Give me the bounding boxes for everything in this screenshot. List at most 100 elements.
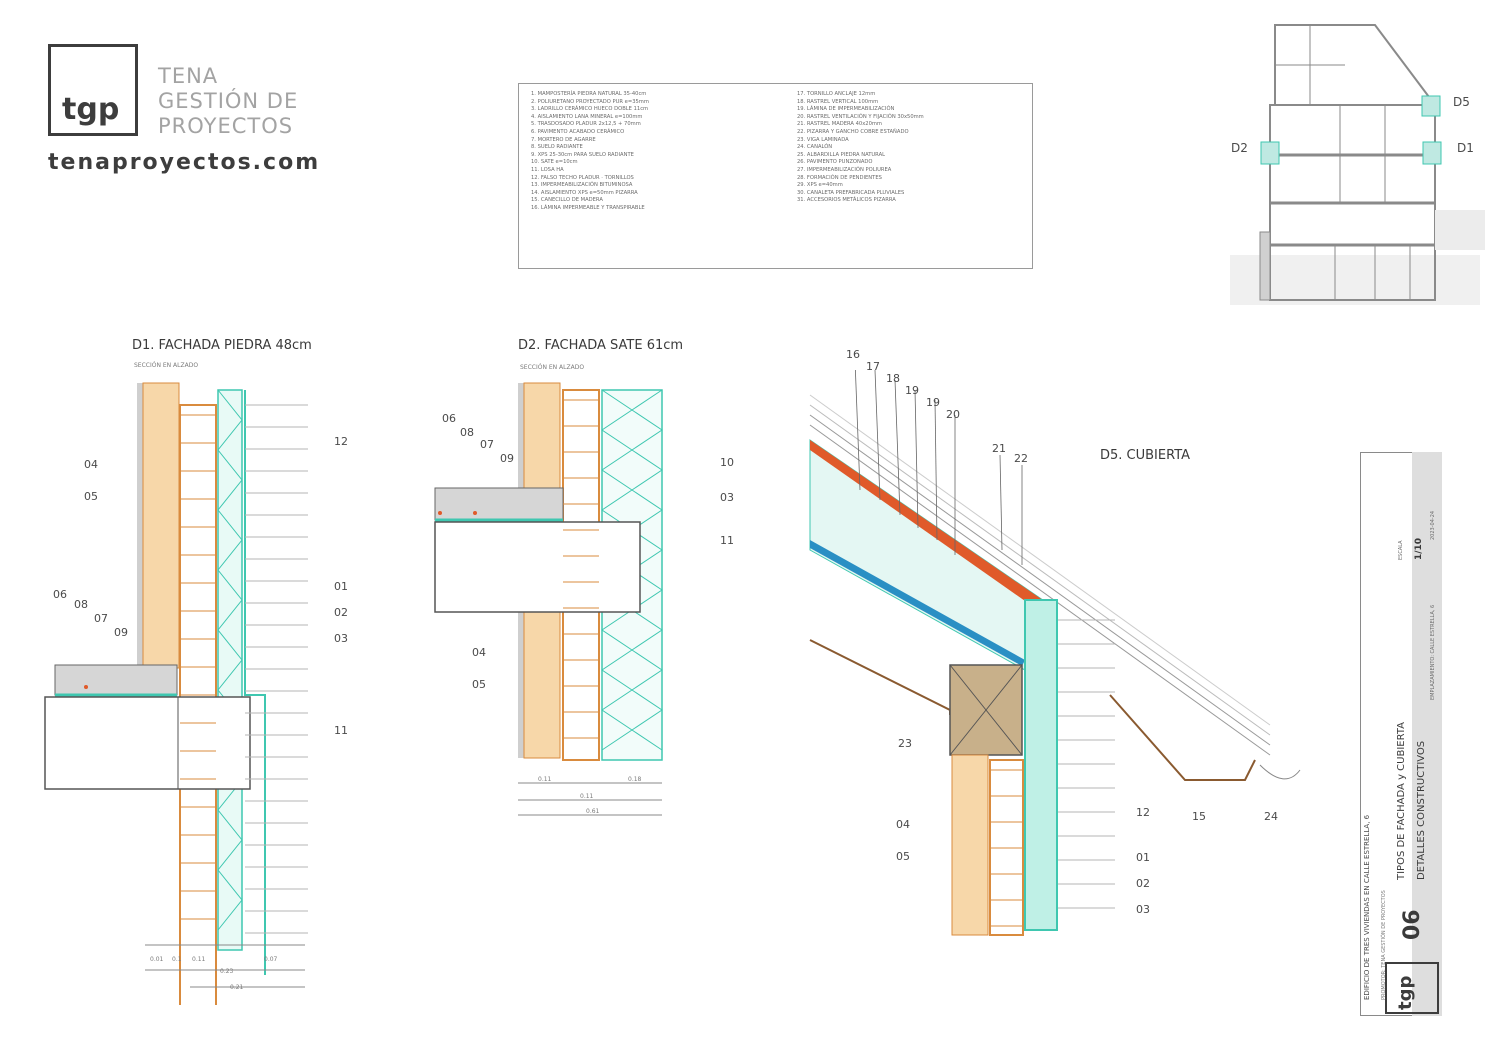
- tb-date: 2023-04-24: [1430, 510, 1436, 540]
- d2-tag-06: 06: [442, 412, 456, 425]
- key-marker-box-d2: [1260, 141, 1280, 165]
- legend-item: 5. TRASDOSADO PLADUR 2x12,5 + 70mm: [531, 121, 641, 128]
- legend-item: 1. MAMPOSTERÍA PIEDRA NATURAL 35-40cm: [531, 91, 647, 97]
- tb-project: EDIFICIO DE TRES VIVIENDAS EN CALLE ESTR…: [1363, 814, 1371, 1000]
- d5-tag-18: 18: [886, 372, 900, 385]
- legend-item: 4. AISLAMIENTO LANA MINERAL e=100mm: [531, 113, 643, 120]
- d5-tag-21: 21: [992, 442, 1006, 455]
- d5-tag-15: 15: [1192, 810, 1206, 823]
- legend-item: 25. ALBARDILLA PIEDRA NATURAL: [797, 151, 886, 158]
- key-plan-section: D5 D2 D1: [1230, 24, 1485, 305]
- d2-tag-08: 08: [460, 426, 474, 439]
- legend-item: 15. CANECILLO DE MADERA: [531, 197, 603, 204]
- legend-item: 9. XPS 25-30cm PARA SUELO RADIANTE: [531, 151, 634, 158]
- d1-dim-3: 0.11: [192, 956, 206, 963]
- legend-item: 7. MORTERO DE AGARRE: [531, 136, 596, 143]
- d1-tag-08: 08: [74, 598, 88, 611]
- d5-tag-22: 22: [1014, 452, 1028, 465]
- key-marker-d5: D5: [1453, 95, 1470, 109]
- d1-section-layers: [44, 382, 266, 1005]
- tb-scale-value: 1/10: [1414, 537, 1424, 560]
- tb-sheet-title-2: DETALLES CONSTRUCTIVOS: [1416, 740, 1427, 880]
- tb-location: EMPLAZAMIENTO: CALLE ESTRELLA, 6: [1430, 604, 1436, 700]
- legend-item: 8. SUELO RADIANTE: [531, 144, 583, 151]
- tb-scale-label: ESCALA: [1398, 540, 1404, 560]
- legend-item: 13. IMPERMEABILIZACIÓN BITUMINOSA: [531, 182, 633, 189]
- firm-name-line-1: TENA: [158, 64, 219, 88]
- d5-tag-20: 20: [946, 408, 960, 421]
- legend-item: 18. RASTREL VERTICAL 100mm: [797, 98, 879, 105]
- d5-tag-16: 16: [846, 348, 860, 361]
- website: tenaproyectos.com: [48, 150, 321, 175]
- d5-tag-17: 17: [866, 360, 880, 373]
- legend-item: 10. SATE e=10cm: [531, 159, 578, 166]
- key-marker-d2: D2: [1231, 141, 1248, 155]
- d1-tag-12: 12: [334, 435, 348, 448]
- key-marker-box-d1: [1422, 141, 1442, 165]
- detail-d2-drawing: [434, 382, 663, 816]
- d1-tag-05: 05: [84, 490, 98, 503]
- d5-tag-05: 05: [896, 850, 910, 863]
- detail-d1-drawing: [44, 382, 308, 1005]
- d2-dimension-line: [518, 782, 662, 816]
- d2-tag-04: 04: [472, 646, 486, 659]
- d2-dim-4: 0.61: [586, 808, 600, 815]
- d1-tag-02: 02: [334, 606, 348, 619]
- legend-item: 22. PIZARRA Y GANCHO COBRE ESTAÑADO: [797, 128, 909, 135]
- d1-tag-11: 11: [334, 724, 348, 737]
- legend-item: 21. RASTREL MADERA 40x20mm: [797, 121, 882, 128]
- d1-tag-06: 06: [53, 588, 67, 601]
- brand-logo: tgp: [48, 44, 138, 136]
- d2-tag-10: 10: [720, 456, 734, 469]
- legend-item: 2. POLIURETANO PROYECTADO PUR e=35mm: [531, 98, 649, 105]
- d5-tag-24: 24: [1264, 810, 1278, 823]
- detail-d5-drawing: [809, 370, 1301, 936]
- legend-item: 20. RASTREL VENTILACIÓN Y FIJACIÓN 30x50…: [797, 113, 924, 120]
- legend-item: 26. PAVIMENTO PUNZONADO: [797, 159, 873, 166]
- d2-tag-07: 07: [480, 438, 494, 451]
- brand-logo-letters: tgp: [62, 92, 120, 127]
- d1-tag-01: 01: [334, 580, 348, 593]
- firm-name: TENA GESTIÓN DE PROYECTOS: [158, 64, 298, 139]
- legend-item: 17. TORNILLO ANCLAJE 12mm: [797, 91, 876, 97]
- d1-tag-07: 07: [94, 612, 108, 625]
- d1-dim-2: 0.1: [172, 956, 182, 963]
- key-plan-drawing: [1230, 24, 1485, 305]
- d1-title: D1. FACHADA PIEDRA 48cm: [132, 338, 312, 353]
- d2-tag-09: 09: [500, 452, 514, 465]
- d2-dim-1: 0.11: [538, 776, 552, 783]
- firm-name-line-3: PROYECTOS: [158, 114, 294, 138]
- d5-tag-02: 02: [1136, 877, 1150, 890]
- title-block-band: [1412, 452, 1442, 1016]
- d1-dimension-line: [145, 944, 305, 988]
- d5-roof-layers: [809, 394, 1301, 936]
- d5-tag-03: 03: [1136, 903, 1150, 916]
- d1-tag-03: 03: [334, 632, 348, 645]
- legend-item: 3. LADRILLO CERÁMICO HUECO DOBLE 11cm: [531, 106, 649, 113]
- d5-tag-04: 04: [896, 818, 910, 831]
- legend-item: 12. FALSO TECHO PLADUR · TORNILLOS: [531, 174, 634, 181]
- legend-item: 31. ACCESORIOS METÁLICOS PIZARRA: [797, 197, 896, 204]
- d2-brick-courses: [563, 399, 599, 739]
- d5-ceiling-courses: [990, 619, 1115, 927]
- d2-dim-2: 0.11: [580, 793, 594, 800]
- legend-item: 28. FORMACIÓN DE PENDIENTES: [797, 174, 882, 181]
- d1-tag-09: 09: [114, 626, 128, 639]
- legend-item: 19. LÁMINA DE IMPERMEABILIZACIÓN: [797, 106, 895, 113]
- d1-tag-04: 04: [84, 458, 98, 471]
- d5-tag-23: 23: [898, 737, 912, 750]
- legend-item: 23. VIGA LAMINADA: [797, 136, 849, 143]
- legend-item: 30. CANALETA PREFABRICADA PLUVIALES: [797, 189, 905, 196]
- tb-logo: tgp: [1385, 962, 1439, 1014]
- d5-tag-12: 12: [1136, 806, 1150, 819]
- legend-item: 24. CANALÓN: [797, 144, 833, 151]
- d1-dim-1: 0.01: [150, 956, 164, 963]
- d2-tag-11: 11: [720, 534, 734, 547]
- legend-item: 16. LÁMINA IMPERMEABLE Y TRANSPIRABLE: [531, 204, 645, 211]
- legend-item: 27. IMPERMEABILIZACIÓN POLIUREA: [797, 166, 892, 173]
- d5-tag-01: 01: [1136, 851, 1150, 864]
- firm-name-line-2: GESTIÓN DE: [158, 89, 299, 113]
- d2-section-layers: [434, 382, 663, 761]
